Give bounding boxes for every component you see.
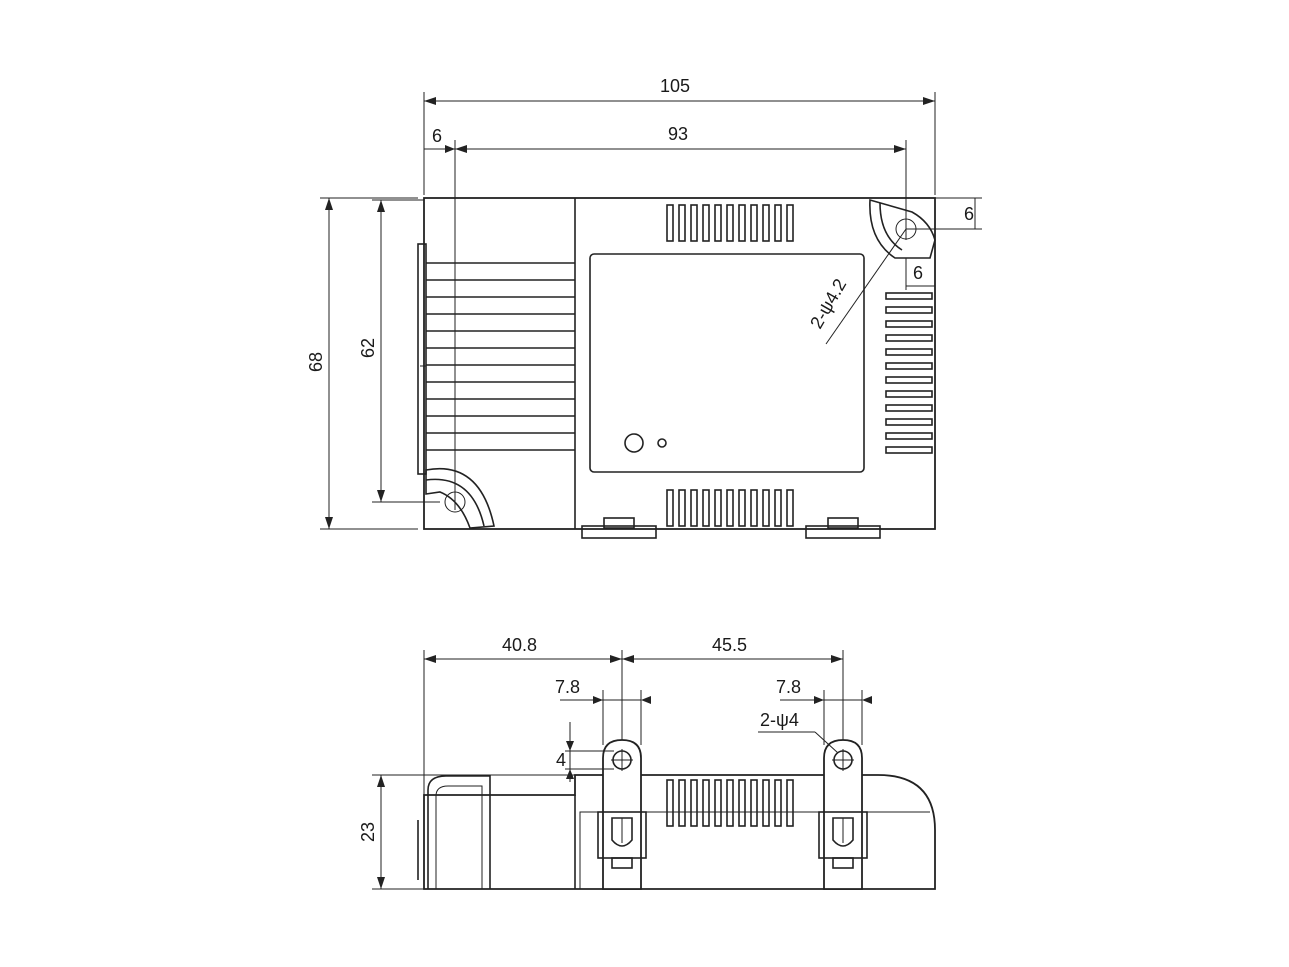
dim-tab-spacing: 45.5 <box>712 635 747 655</box>
dim-height: 23 <box>358 822 378 842</box>
led-indicator-large <box>624 433 644 453</box>
bottom-vent-slots <box>666 489 794 527</box>
led-indicator-small <box>657 438 667 448</box>
right-vent-slots <box>885 292 933 454</box>
mount-tab-left <box>597 739 647 890</box>
mount-tab-right <box>818 739 868 890</box>
strain-relief-slats <box>426 262 575 451</box>
side-view: 40.8 45.5 7.8 7.8 4 2-ψ4 <box>358 635 936 890</box>
label-panel <box>589 253 865 473</box>
top-view: 105 93 6 68 62 6 6 <box>306 76 982 539</box>
dim-tab-hole: 4 <box>556 750 566 770</box>
dim-tab-width-right: 7.8 <box>776 677 801 697</box>
dim-hole-width: 62 <box>358 338 378 358</box>
bottom-mount-tabs <box>581 517 881 539</box>
dim-tab-width-left: 7.8 <box>555 677 580 697</box>
side-vent-slots <box>666 779 794 827</box>
dim-overall-width: 68 <box>306 352 326 372</box>
hole-callout-side: 2-ψ4 <box>760 710 799 730</box>
left-edge-strip <box>417 243 427 475</box>
top-vent-slots <box>666 204 794 242</box>
dim-left-offset: 6 <box>432 126 442 146</box>
side-cable-clamp <box>427 775 491 889</box>
dim-hole-side: 6 <box>913 263 923 283</box>
dim-overall-length: 105 <box>660 76 690 96</box>
dim-hole-top: 6 <box>964 204 974 224</box>
top-body-outline <box>423 197 936 530</box>
dim-hole-spacing: 93 <box>668 124 688 144</box>
dim-left-to-tab: 40.8 <box>502 635 537 655</box>
